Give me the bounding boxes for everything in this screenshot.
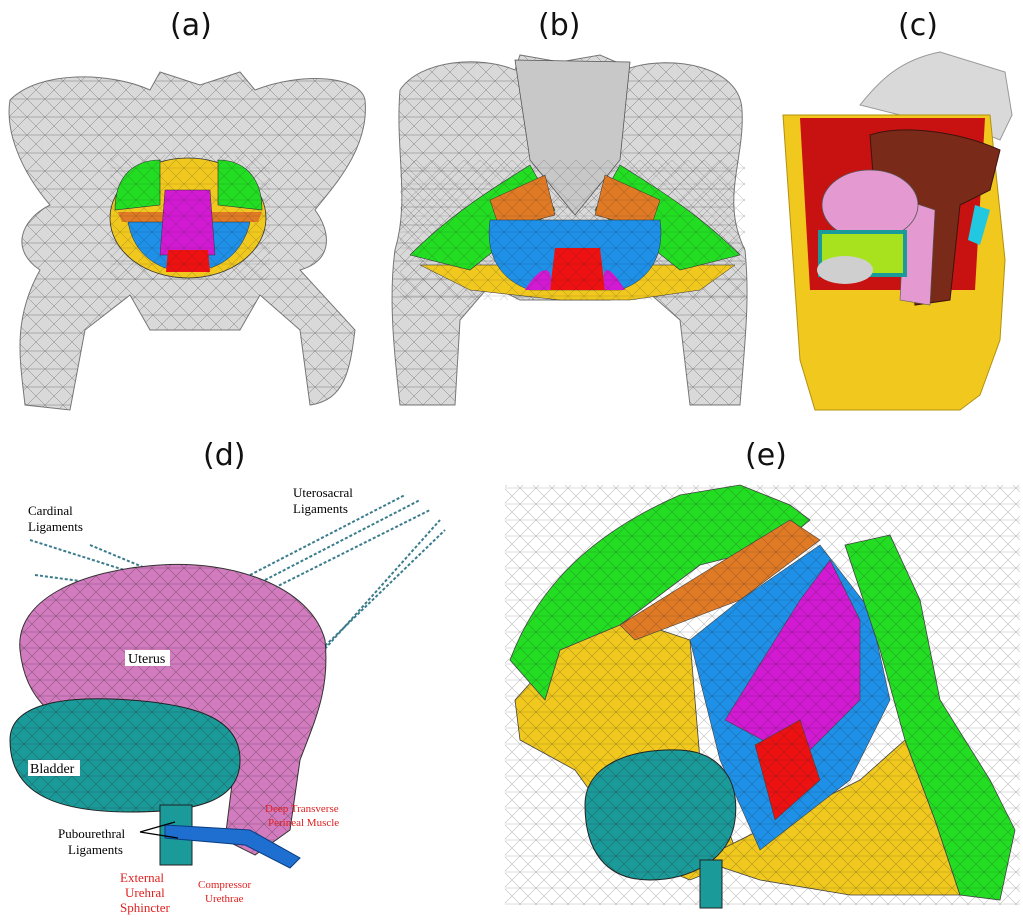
pubourethral-label-2: Ligaments [68,842,123,857]
panel-a-pelvis [9,72,365,410]
external-sphincter-label-3: Sphincter [120,900,170,915]
uterosacral-label-1: Uterosacral [293,485,353,500]
uterus-label: Uterus [128,652,165,667]
panel-d-organs: Uterus Bladder Cardinal Ligaments Uteros… [10,485,445,915]
uterosacral-label-2: Ligaments [293,501,348,516]
deep-transverse-label-2: Perineal Muscle [268,817,339,829]
cardinal-label-2: Ligaments [28,519,83,534]
urethra-e [700,860,722,908]
deep-transverse-label-1: Deep Transverse [265,803,339,815]
pubourethral-label-1: Pubourethral [58,826,126,841]
panel-c-sagittal [783,52,1012,410]
compressor-label-1: Compressor [198,879,252,891]
external-sphincter-label-1: External [120,870,164,885]
bladder-label: Bladder [30,762,75,777]
pubic-bone-c [817,256,873,284]
cardinal-label-1: Cardinal [28,503,73,518]
panel-e-pelvic-floor [505,485,1020,908]
compressor-label-2: Urethrae [205,893,244,905]
bladder-pink-c [822,170,918,240]
external-sphincter-label-2: Urehral [125,885,165,900]
panel-b-pelvis [392,55,747,405]
